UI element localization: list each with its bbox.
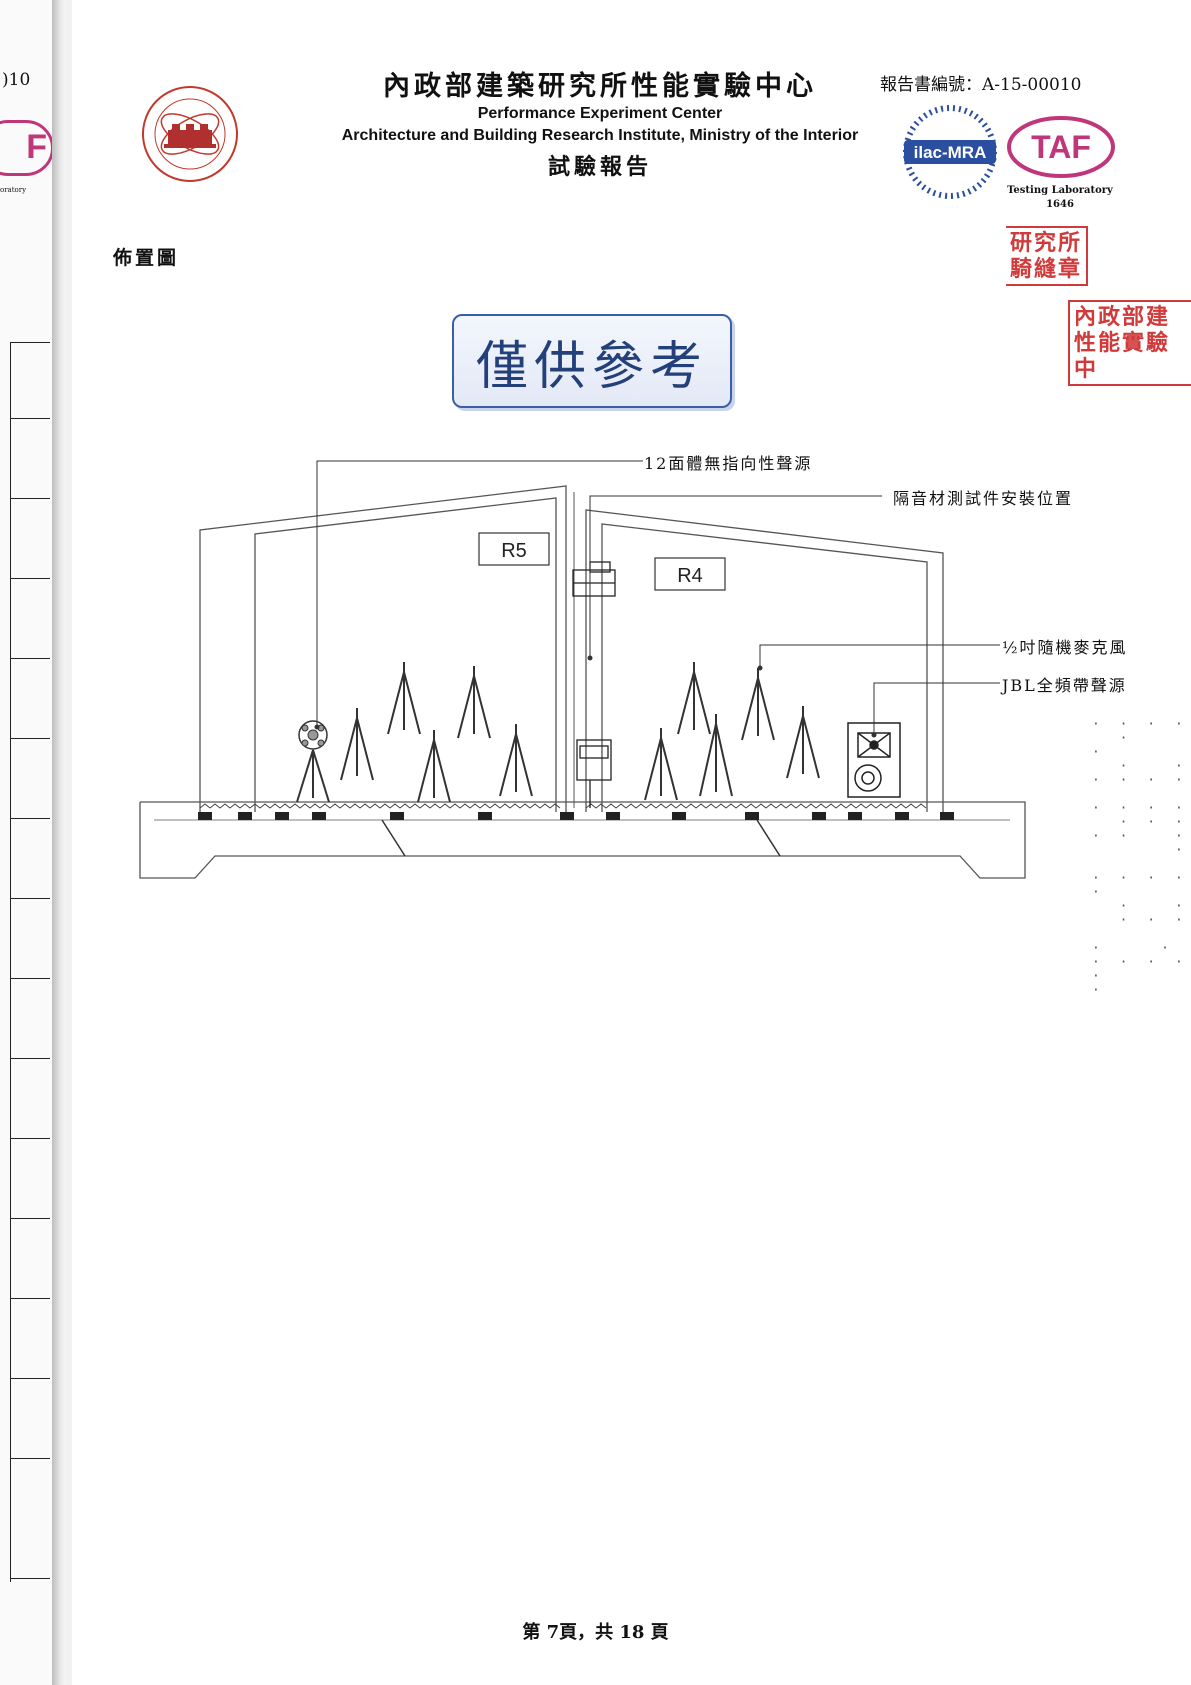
previous-page-edge: )10 F oratory (0, 0, 52, 1685)
dodecahedron-source (298, 720, 328, 750)
taf-logo: TAF (1007, 116, 1115, 178)
floor-isolators (198, 812, 954, 820)
testing-lab-label: Testing Laboratory (1007, 185, 1113, 196)
report-title: 試驗報告 (547, 154, 652, 180)
callout-leaders (314, 460, 1000, 738)
ilac-text: ilac-MRA (914, 143, 987, 162)
testing-lab-caption: Testing Laboratory 1646 (1000, 184, 1120, 212)
binder-shadow (52, 0, 66, 1685)
room-label-r5: R5 (501, 540, 527, 562)
callout-jbl-source: JBL全頻帶聲源 (1002, 676, 1127, 695)
reference-only-label: 僅供參考 (475, 336, 708, 397)
callout-random-microphone: ½吋隨機麥克風 (1002, 638, 1128, 657)
report-number: 報告書編號：A-15-00010 (880, 75, 1082, 95)
callout-dodecahedron-source: 12面體無指向性聲源 (644, 454, 813, 473)
prev-page-lab-fragment: oratory (0, 186, 27, 194)
seal-1-line-2: 騎縫章 (1010, 256, 1083, 282)
prev-page-report-fragment: )10 (2, 70, 31, 90)
bleed-through-dots: · · · · · · · ·· · · ·· · · · · · ·· · ·… (1092, 717, 1189, 998)
seal-1-line-1: 研究所 (1010, 230, 1083, 256)
page-footer: 第 7頁，共 18 頁 (522, 1622, 669, 1643)
room-label-r4: R4 (677, 565, 703, 587)
institute-name-en: Architecture and Building Research Insti… (341, 127, 859, 144)
callout-specimen-position: 隔音材測試件安裝位置 (893, 489, 1074, 508)
header-titles: 內政部建築研究所性能實驗中心 Performance Experiment Ce… (300, 64, 900, 181)
room-r5-outer-wall (199, 485, 567, 812)
abri-logo (142, 86, 238, 182)
seal-2-line-2: 性能實驗中 (1074, 330, 1171, 382)
specimen-frame (572, 561, 616, 808)
binder-edge (66, 0, 72, 1685)
room-r4-inner-wall (601, 523, 928, 812)
section-title: 佈置圖 (113, 247, 180, 269)
seal-stamp-1: 研究所 騎縫章 (1006, 226, 1089, 286)
ilac-mra-logo: ilac-MRA (903, 105, 997, 199)
testing-lab-number: 1646 (1046, 199, 1074, 210)
room-r4-outer-wall (585, 509, 944, 812)
microphone-tripods-r4 (644, 662, 820, 801)
jbl-speaker (847, 722, 901, 798)
foundation-slab (139, 801, 1026, 879)
center-name-en: Performance Experiment Center (477, 105, 723, 122)
room-r5-inner-wall (254, 497, 557, 812)
microphone-tripods-r5 (296, 662, 533, 803)
prev-page-taf-fragment: F (0, 120, 52, 176)
seal-stamp-2: 內政部建 性能實驗中 (1068, 300, 1191, 386)
taf-text: TAF (1031, 129, 1091, 165)
center-name-zh: 內政部建築研究所性能實驗中心 (383, 71, 817, 102)
seal-2-line-1: 內政部建 (1074, 304, 1171, 330)
reference-only-box: 僅供參考 (452, 314, 732, 408)
